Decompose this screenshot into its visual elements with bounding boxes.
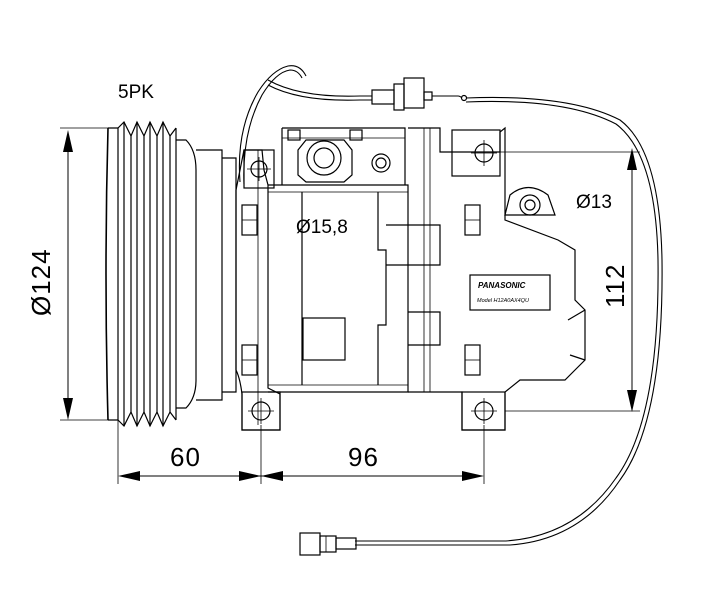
suction-port-label: Ø15,8 [296,217,348,238]
model-label: Model H12A0AX4QU [477,298,529,304]
discharge-port-label: Ø13 [576,192,612,213]
dimensions [60,127,640,484]
height-label: 112 [600,264,630,308]
pulley [105,120,237,428]
offset-label: 60 [170,442,201,472]
mount-spacing-label: 96 [348,442,379,472]
brand-label: PANASONIC [478,281,526,290]
belt-type-label: 5PK [118,82,154,103]
clutch-wire [238,65,663,556]
nameplate: PANASONIC Model H12A0AX4QU [469,274,551,311]
pulley-diameter-label: Ø124 [26,248,56,316]
compressor-body [235,126,586,431]
